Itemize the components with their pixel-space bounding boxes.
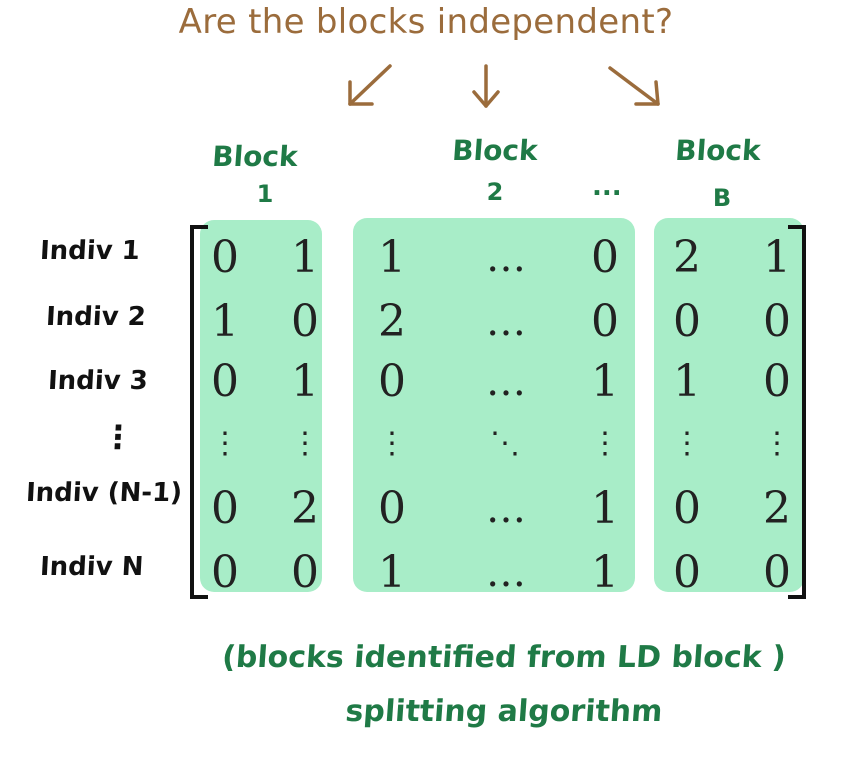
matrix-cell: 0 xyxy=(763,356,791,407)
matrix-cell: 0 xyxy=(591,296,619,347)
matrix-cell: 1 xyxy=(763,232,791,283)
matrix-cell: 2 xyxy=(673,232,701,283)
matrix-cell: … xyxy=(486,359,526,405)
note-line-2: splitting algorithm xyxy=(344,694,664,729)
matrix-cell: … xyxy=(486,235,526,281)
matrix-cell: 2 xyxy=(291,483,319,534)
block-b-number: B xyxy=(712,184,732,212)
matrix-cell: 1 xyxy=(378,232,406,283)
matrix-cell: 0 xyxy=(211,232,239,283)
block-2-number: 2 xyxy=(486,178,504,206)
row-label-n: Indiv N xyxy=(39,552,145,582)
matrix-cell: … xyxy=(486,299,526,345)
matrix-cell: 0 xyxy=(591,232,619,283)
question-title: Are the blocks independent? xyxy=(178,2,674,42)
matrix-cell: 0 xyxy=(291,547,319,598)
matrix-cell: 0 xyxy=(673,483,701,534)
matrix-cell: 0 xyxy=(378,356,406,407)
matrix-cell: ⋮ xyxy=(590,426,620,461)
matrix-cell: 1 xyxy=(673,356,701,407)
matrix-cell: 2 xyxy=(378,296,406,347)
matrix-cell: 0 xyxy=(291,296,319,347)
row-label-n-minus-1: Indiv (N-1) xyxy=(25,478,183,508)
matrix-cell: 1 xyxy=(291,232,319,283)
matrix-cell: 1 xyxy=(211,296,239,347)
matrix-cell: … xyxy=(486,550,526,596)
matrix-left-bracket xyxy=(190,225,208,599)
block-1-number: 1 xyxy=(256,180,274,208)
matrix-cell: ⋮ xyxy=(290,426,320,461)
matrix-cell: 0 xyxy=(211,356,239,407)
matrix-cell: 0 xyxy=(378,483,406,534)
between-blocks-dots: ... xyxy=(592,172,622,202)
block-1-label: Block xyxy=(211,140,299,173)
matrix-right-bracket xyxy=(788,225,806,599)
block-b-label: Block xyxy=(674,134,762,167)
matrix-cell: 1 xyxy=(378,547,406,598)
note-line-1: (blocks identified from LD block ) xyxy=(220,640,788,675)
matrix-cell: 0 xyxy=(211,483,239,534)
block-b-highlight xyxy=(654,218,804,592)
matrix-cell: ⋮ xyxy=(762,426,792,461)
row-label-dots: ⋮ xyxy=(101,418,135,456)
matrix-cell: 0 xyxy=(763,547,791,598)
matrix-cell: 0 xyxy=(673,296,701,347)
matrix-cell: ⋱ xyxy=(490,426,520,461)
arrow-down-icon xyxy=(472,64,500,108)
matrix-cell: 1 xyxy=(591,483,619,534)
matrix-cell: ⋮ xyxy=(210,426,240,461)
matrix-cell: 2 xyxy=(763,483,791,534)
matrix-cell: 1 xyxy=(591,356,619,407)
matrix-cell: 1 xyxy=(291,356,319,407)
matrix-cell: 0 xyxy=(763,296,791,347)
row-label-1: Indiv 1 xyxy=(39,236,141,266)
row-label-2: Indiv 2 xyxy=(45,302,147,332)
matrix-cell: ⋮ xyxy=(672,426,702,461)
block-1-highlight xyxy=(200,220,322,592)
row-label-3: Indiv 3 xyxy=(47,366,149,396)
matrix-cell: … xyxy=(486,486,526,532)
matrix-cell: 1 xyxy=(591,547,619,598)
arrow-right-icon xyxy=(608,66,660,106)
block-2-highlight xyxy=(353,218,635,592)
arrow-left-icon xyxy=(348,64,392,106)
matrix-cell: 0 xyxy=(211,547,239,598)
matrix-cell: 0 xyxy=(673,547,701,598)
block-2-label: Block xyxy=(451,134,539,167)
matrix-cell: ⋮ xyxy=(377,426,407,461)
